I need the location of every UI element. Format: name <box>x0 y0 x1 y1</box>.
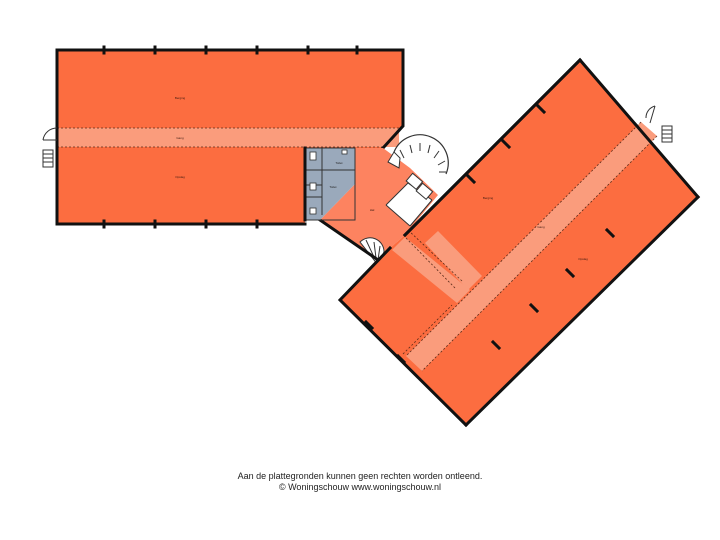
right-entrance <box>645 105 673 143</box>
right-wing: Berging Gang Opslag <box>337 57 701 428</box>
right-cross-corridor <box>392 237 470 303</box>
left-wing: Berging Gang Opslag <box>42 45 405 229</box>
label-right-corridor: Gang <box>537 225 545 229</box>
label-left-corridor: Gang <box>176 136 184 140</box>
label-service-room-2: Toilet <box>329 185 336 189</box>
service-room-2 <box>305 170 355 220</box>
round-stair-tower <box>387 134 449 201</box>
left-entrance <box>42 127 58 168</box>
service-block: Toilet Toilet <box>303 146 356 222</box>
copyright-text: © Woningschouw www.woningschouw.nl <box>278 482 442 492</box>
label-bottom-left-room: Opslag <box>175 175 185 179</box>
label-top-left-room: Berging <box>175 96 186 100</box>
left-wing-wall <box>55 48 405 151</box>
label-right-top-room: Berging <box>483 196 494 200</box>
right-wing-window-marks <box>363 103 616 365</box>
left-wing-window-marks <box>102 45 359 229</box>
label-right-bottom-room: Opslag <box>578 257 588 261</box>
right-cross-corridor-2 <box>425 231 482 290</box>
disclaimer-text: Aan de plattegronden kunnen geen rechten… <box>237 471 483 481</box>
label-hall: Hal <box>370 208 375 212</box>
label-service-room-1: Toilet <box>335 161 342 165</box>
left-corridor-area <box>57 128 399 147</box>
hall-floor <box>320 148 438 262</box>
right-corridor-area <box>406 122 657 371</box>
